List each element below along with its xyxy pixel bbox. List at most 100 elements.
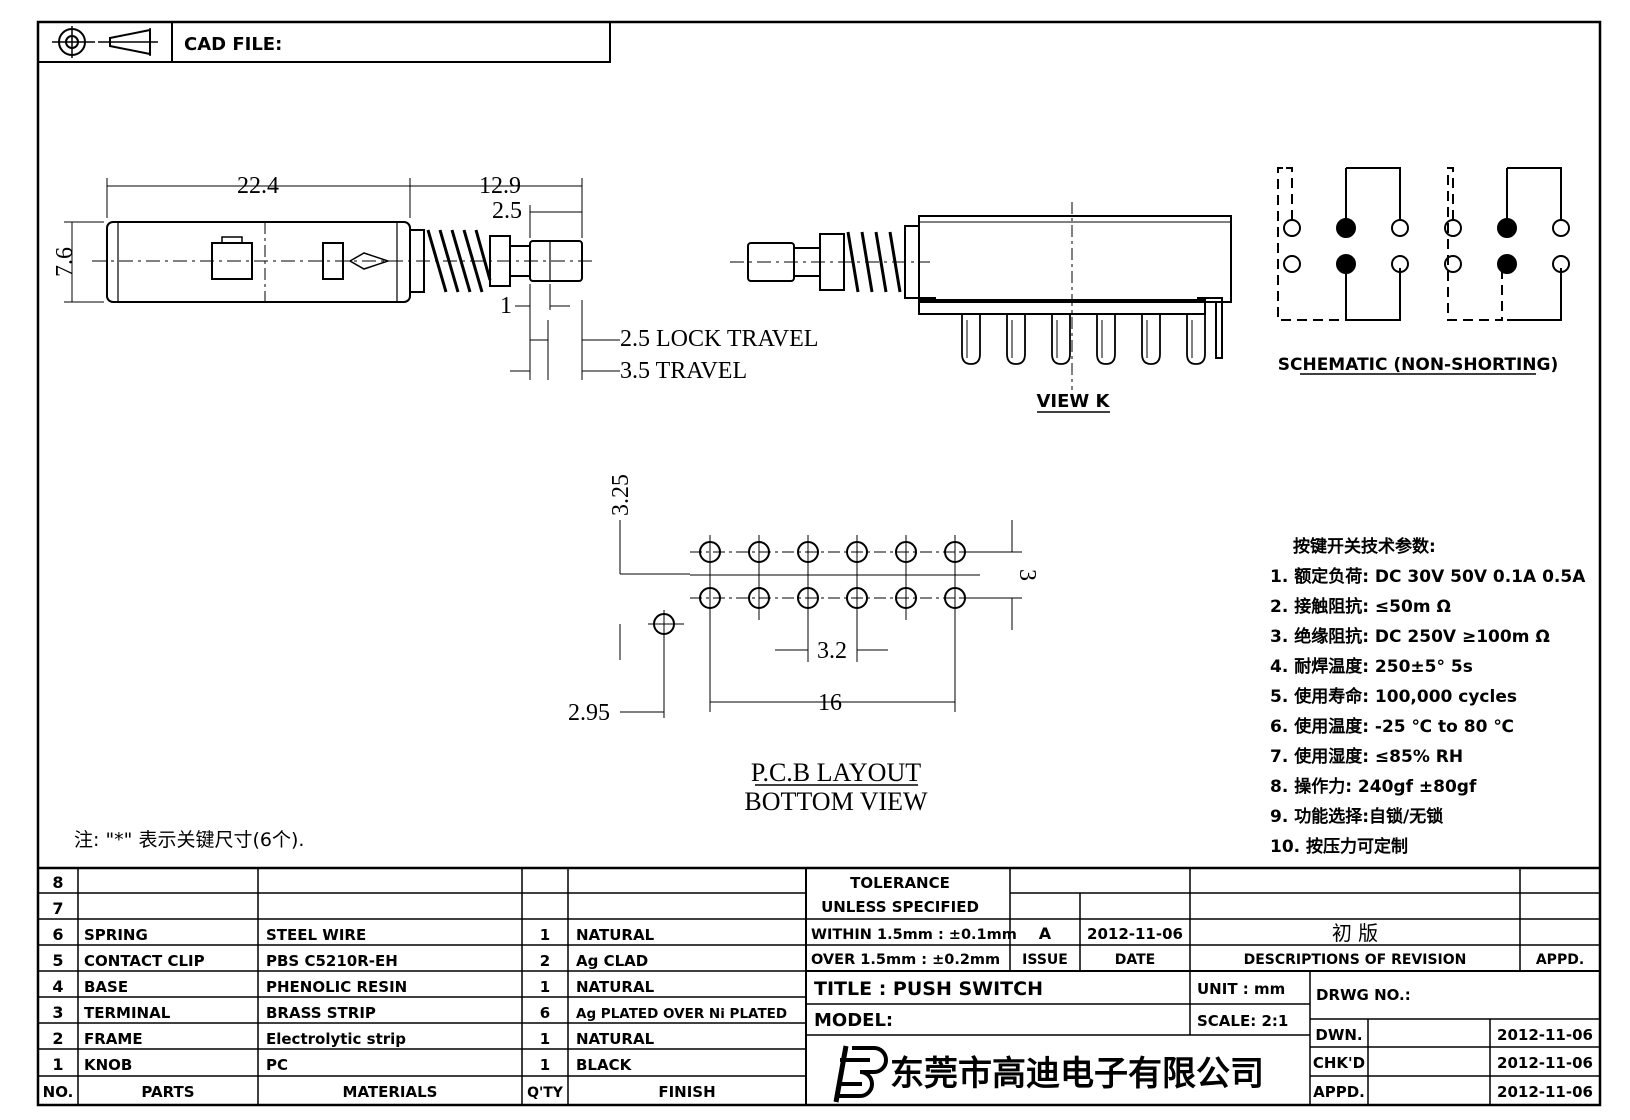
spec-item: 9. 功能选择:自锁/无锁 bbox=[1270, 806, 1443, 827]
dim-length: 22.4 bbox=[237, 173, 279, 199]
bom-header-parts: PARTS bbox=[141, 1083, 194, 1101]
sheet-border bbox=[36, 20, 1602, 1107]
bom-material: PBS C5210R-EH bbox=[266, 952, 398, 970]
bom-part: CONTACT CLIP bbox=[84, 952, 205, 970]
revision-issue: A bbox=[1039, 924, 1052, 943]
dim-2-95: 2.95 bbox=[568, 700, 610, 726]
pcb-subtitle: BOTTOM VIEW bbox=[744, 787, 928, 816]
title-block-grid bbox=[806, 868, 1600, 1105]
bom-qty: 1 bbox=[540, 1030, 550, 1048]
bom-finish: Ag CLAD bbox=[576, 952, 648, 970]
bom-qty: 2 bbox=[540, 952, 550, 970]
issue-label: ISSUE bbox=[1022, 952, 1068, 968]
date-label: DATE bbox=[1115, 952, 1155, 968]
note: 注: "*" 表示关键尺寸(6个). bbox=[74, 829, 304, 851]
bom-no: 2 bbox=[52, 1029, 63, 1048]
tolerance-within: WITHIN 1.5mm : ±0.1mm bbox=[811, 927, 1017, 943]
dim-16: 16 bbox=[818, 690, 842, 716]
revision-appd-label: APPD. bbox=[1536, 952, 1584, 968]
spec-item: 6. 使用温度: -25 ℃ to 80 ℃ bbox=[1270, 716, 1514, 737]
bom-qty: 1 bbox=[540, 926, 550, 944]
unit-label: UNIT : mm bbox=[1197, 980, 1285, 998]
bom-material: BRASS STRIP bbox=[266, 1004, 376, 1022]
checked-label: CHK'D bbox=[1313, 1054, 1365, 1072]
bom-finish: NATURAL bbox=[576, 978, 655, 996]
model-label: MODEL: bbox=[814, 1010, 893, 1031]
bom-material: PC bbox=[266, 1056, 288, 1074]
pcb-layout bbox=[619, 520, 1022, 786]
spec-item: 7. 使用湿度: ≤85% RH bbox=[1270, 746, 1463, 767]
bom-no: 8 bbox=[52, 873, 63, 892]
checked-date: 2012-11-06 bbox=[1497, 1054, 1593, 1072]
cad-file-label: CAD FILE: bbox=[184, 34, 282, 55]
bom-no: 5 bbox=[52, 951, 63, 970]
bom-header-materials: MATERIALS bbox=[343, 1083, 438, 1101]
dim-3-2: 3.2 bbox=[817, 638, 847, 664]
schematic-label: SCHEMATIC (NON-SHORTING) bbox=[1278, 355, 1558, 375]
spec-item: 2. 接触阻抗: ≤50m Ω bbox=[1270, 596, 1451, 617]
bom-finish: NATURAL bbox=[576, 926, 655, 944]
company-name: 东莞市高迪电子有限公司 bbox=[890, 1054, 1264, 1094]
bom-finish: NATURAL bbox=[576, 1030, 655, 1048]
drawing-number-label: DRWG NO.: bbox=[1316, 986, 1411, 1004]
revision-date: 2012-11-06 bbox=[1087, 925, 1183, 943]
travel-label: 3.5 TRAVEL bbox=[620, 358, 747, 384]
dim-height: 7.6 bbox=[52, 247, 78, 277]
projection-symbol-icon bbox=[52, 26, 158, 58]
drawn-date: 2012-11-06 bbox=[1497, 1026, 1593, 1044]
drawn-by-label: DWN. bbox=[1315, 1026, 1362, 1044]
spec-list: 按键开关技术参数: 1. 额定负荷: DC 30V 50V 0.1A 0.5A … bbox=[1270, 536, 1586, 857]
spec-item: 8. 操作力: 240gf ±80gf bbox=[1270, 776, 1477, 797]
company-logo-icon bbox=[833, 1045, 888, 1103]
lock-travel-label: 2.5 LOCK TRAVEL bbox=[620, 326, 818, 352]
tolerance-subtitle: UNLESS SPECIFIED bbox=[821, 898, 979, 916]
bom-qty: 6 bbox=[540, 1004, 550, 1022]
schematic bbox=[1277, 167, 1570, 375]
approved-label: APPD. bbox=[1313, 1083, 1365, 1101]
bom-no: 1 bbox=[52, 1055, 63, 1074]
bom-material: PHENOLIC RESIN bbox=[266, 978, 407, 996]
bom-qty: 1 bbox=[540, 978, 550, 996]
bom-no: 6 bbox=[52, 925, 63, 944]
revision-description: 初 版 bbox=[1332, 921, 1378, 945]
tolerance-title: TOLERANCE bbox=[850, 874, 950, 892]
projection-header: CAD FILE: bbox=[37, 21, 611, 63]
dim-3: 3 bbox=[1014, 569, 1040, 581]
bom-no: 7 bbox=[52, 899, 63, 918]
spec-item: 4. 耐焊温度: 250±5° 5s bbox=[1270, 656, 1473, 677]
bom-part: BASE bbox=[84, 978, 128, 996]
spec-item: 3. 绝缘阻抗: DC 250V ≥100m Ω bbox=[1270, 626, 1550, 647]
approved-date: 2012-11-06 bbox=[1497, 1083, 1593, 1101]
bom-table bbox=[38, 866, 1600, 1105]
bom-finish: BLACK bbox=[576, 1056, 633, 1074]
bom-header-no: NO. bbox=[43, 1083, 74, 1101]
scale-label: SCALE: 2:1 bbox=[1197, 1012, 1288, 1030]
bom-part: FRAME bbox=[84, 1030, 143, 1048]
view-k-label: VIEW K bbox=[1037, 391, 1111, 412]
spec-item: 1. 额定负荷: DC 30V 50V 0.1A 0.5A bbox=[1270, 566, 1586, 587]
spec-item: 5. 使用寿命: 100,000 cycles bbox=[1270, 686, 1517, 707]
dim-3-25: 3.25 bbox=[608, 474, 634, 516]
bom-no: 4 bbox=[52, 977, 63, 996]
bom-material: STEEL WIRE bbox=[266, 926, 366, 944]
drawing-title: TITLE : PUSH SWITCH bbox=[814, 978, 1043, 1000]
dim-plunger: 12.9 bbox=[479, 173, 521, 199]
bom-part: KNOB bbox=[84, 1056, 132, 1074]
bom-material: Electrolytic strip bbox=[266, 1030, 406, 1048]
bom-qty: 1 bbox=[540, 1056, 550, 1074]
bom-part: TERMINAL bbox=[84, 1004, 171, 1022]
spec-title: 按键开关技术参数: bbox=[1293, 536, 1436, 557]
bom-no: 3 bbox=[52, 1003, 63, 1022]
bom-rows: 8 7 6 SPRING STEEL WIRE 1 NATURAL 5 CONT… bbox=[43, 873, 787, 1101]
description-label: DESCRIPTIONS OF REVISION bbox=[1244, 952, 1467, 968]
pcb-holes bbox=[653, 541, 966, 635]
pcb-title: P.C.B LAYOUT bbox=[751, 758, 921, 787]
dim-2-5: 2.5 bbox=[492, 198, 522, 224]
dim-1: 1 bbox=[500, 293, 512, 319]
schematic-switch-left bbox=[1277, 167, 1409, 321]
bom-header-qty: Q'TY bbox=[527, 1085, 564, 1101]
tolerance-over: OVER 1.5mm : ±0.2mm bbox=[811, 952, 1000, 968]
bom-header-finish: FINISH bbox=[658, 1083, 715, 1101]
bom-part: SPRING bbox=[84, 926, 148, 944]
